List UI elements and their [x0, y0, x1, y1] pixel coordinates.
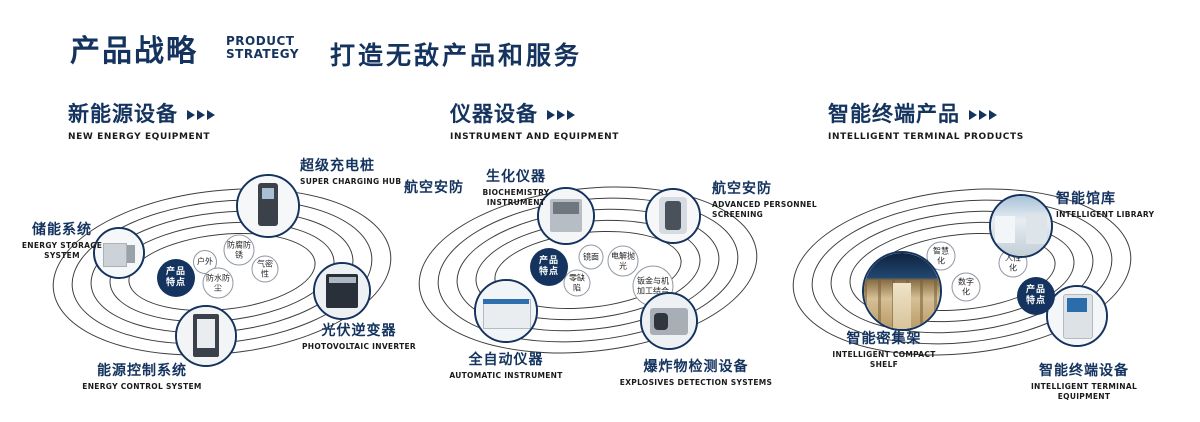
label-en: SUPER CHARGING HUB — [300, 177, 402, 186]
page-title-english-line2: STRATEGY — [226, 47, 300, 61]
label-cn: 爆炸物检测设备 — [643, 359, 749, 375]
label-cn: 超级充电桩 — [300, 158, 375, 174]
label-cn: 全自动仪器 — [468, 352, 544, 368]
biochemistry-instrument-image — [539, 189, 593, 243]
label-cn: 航空安防 — [404, 180, 464, 196]
page-title-english-line1: PRODUCT — [226, 34, 295, 48]
label-en: INTELLIGENT COMPACT SHELF — [832, 350, 936, 369]
node-super-charging-hub — [236, 174, 300, 238]
node-intelligent-terminal-equipment — [1046, 285, 1108, 347]
energy-storage-image — [95, 229, 143, 277]
core-line: 产品 — [1025, 285, 1046, 296]
aviation-security-image — [647, 190, 699, 242]
feature-bubble: 电解抛光 — [607, 245, 639, 277]
feature-bubble: 零缺陷 — [563, 269, 591, 297]
node-aviation-security — [645, 188, 701, 244]
energy-control-system-image — [177, 307, 235, 365]
triple-arrow-icon — [187, 110, 215, 120]
node-biochemistry-instrument — [537, 187, 595, 245]
node-photovoltaic-inverter — [313, 262, 371, 320]
feature-bubble: 防腐防锈 — [223, 234, 255, 266]
section-subtitle-new-energy: NEW ENERGY EQUIPMENT — [68, 132, 211, 142]
feature-bubble: 镜面 — [578, 244, 604, 270]
label-automatic-instrument: 全自动仪器 AUTOMATIC INSTRUMENT — [436, 349, 576, 381]
section-header-intelligent: 智能终端产品 INTELLIGENT TERMINAL PRODUCTS — [828, 98, 1024, 142]
label-en: ENERGY STORAGE SYSTEM — [21, 241, 103, 260]
label-photovoltaic-inverter: 光伏逆变器 PHOTOVOLTAIC INVERTER — [300, 320, 418, 352]
core-line: 特点 — [165, 278, 186, 288]
label-intelligent-terminal-equipment: 智能终端设备 INTELLIGENT TERMINAL EQUIPMENT — [1008, 360, 1160, 402]
automatic-instrument-image — [476, 281, 536, 341]
label-intelligent-library: 智能馆库 INTELLIGENT LIBRARY — [1056, 188, 1166, 220]
slogan: 打造无敌产品和服务 — [330, 41, 583, 70]
label-explosives-detection: 爆炸物检测设备 EXPLOSIVES DETECTION SYSTEMS — [612, 356, 780, 388]
feature-bubble: 数字化 — [951, 272, 981, 302]
section-header-new-energy: 新能源设备 NEW ENERGY EQUIPMENT — [68, 98, 215, 142]
product-features-core: 产品 特点 — [1017, 277, 1055, 315]
product-features-core: 产品 特点 — [157, 259, 195, 297]
label-en: INTELLIGENT LIBRARY — [1056, 210, 1155, 219]
core-line: 特点 — [538, 267, 559, 277]
label-cn: 光伏逆变器 — [321, 323, 397, 339]
node-automatic-instrument — [474, 279, 538, 343]
label-en: EXPLOSIVES DETECTION SYSTEMS — [619, 378, 773, 387]
page-title-english: PRODUCT STRATEGY — [226, 35, 299, 61]
section-title-intelligent: 智能终端产品 — [828, 102, 960, 126]
label-cn: 智能馆库 — [1056, 191, 1116, 207]
label-aviation-security-side: 航空安防 — [404, 177, 464, 197]
label-cn: 智能终端设备 — [1039, 363, 1129, 379]
label-cn: 生化仪器 — [486, 169, 546, 185]
feature-bubble: 气密性 — [251, 255, 279, 283]
label-energy-control-system: 能源控制系统 ENERGY CONTROL SYSTEM — [78, 360, 206, 392]
label-intelligent-compact-shelf: 智能密集架 INTELLIGENT COMPACT SHELF — [818, 328, 950, 370]
section-title-new-energy: 新能源设备 — [68, 102, 178, 126]
label-en: INTELLIGENT TERMINAL EQUIPMENT — [1030, 382, 1138, 401]
node-energy-storage — [93, 227, 145, 279]
section-header-instrument: 仪器设备 INSTRUMENT AND EQUIPMENT — [450, 98, 619, 142]
core-line: 产品 — [165, 267, 186, 278]
triple-arrow-icon — [547, 110, 575, 120]
photovoltaic-inverter-image — [315, 264, 369, 318]
node-intelligent-compact-shelf — [862, 251, 942, 331]
label-cn: 储能系统 — [32, 222, 92, 238]
product-features-core: 产品 特点 — [530, 248, 568, 286]
section-subtitle-intelligent: INTELLIGENT TERMINAL PRODUCTS — [828, 132, 1024, 142]
super-charging-hub-image — [238, 176, 298, 236]
feature-bubble: 户外 — [193, 250, 217, 274]
label-cn: 航空安防 — [712, 181, 772, 197]
section-subtitle-instrument: INSTRUMENT AND EQUIPMENT — [450, 132, 619, 142]
feature-bubble: 防水防尘 — [202, 267, 234, 299]
label-cn: 能源控制系统 — [97, 363, 187, 379]
explosives-detection-image — [642, 294, 696, 348]
section-title-instrument: 仪器设备 — [450, 102, 538, 126]
node-energy-control-system — [175, 305, 237, 367]
label-cn: 智能密集架 — [846, 331, 922, 347]
intelligent-terminal-equipment-image — [1048, 287, 1106, 345]
node-explosives-detection — [640, 292, 698, 350]
core-line: 产品 — [538, 256, 559, 267]
label-en: PHOTOVOLTAIC INVERTER — [301, 342, 417, 351]
node-intelligent-library — [989, 194, 1053, 258]
label-en: ADVANCED PERSONNEL SCREENING — [712, 200, 817, 219]
core-line: 特点 — [1025, 296, 1046, 306]
triple-arrow-icon — [969, 110, 997, 120]
label-en: BIOCHEMISTRY INSTRUMENT — [482, 188, 550, 207]
label-en: AUTOMATIC INSTRUMENT — [449, 371, 563, 380]
label-biochemistry-instrument: 生化仪器 BIOCHEMISTRY INSTRUMENT — [460, 166, 572, 208]
page-title: 产品战略 — [70, 34, 198, 69]
label-energy-storage: 储能系统 ENERGY STORAGE SYSTEM — [16, 219, 108, 261]
label-en: ENERGY CONTROL SYSTEM — [82, 382, 202, 391]
intelligent-library-image — [991, 196, 1051, 256]
label-super-charging-hub: 超级充电桩 SUPER CHARGING HUB — [300, 155, 412, 187]
label-aviation-security: 航空安防 ADVANCED PERSONNEL SCREENING — [712, 178, 832, 220]
intelligent-compact-shelf-image — [864, 253, 940, 329]
